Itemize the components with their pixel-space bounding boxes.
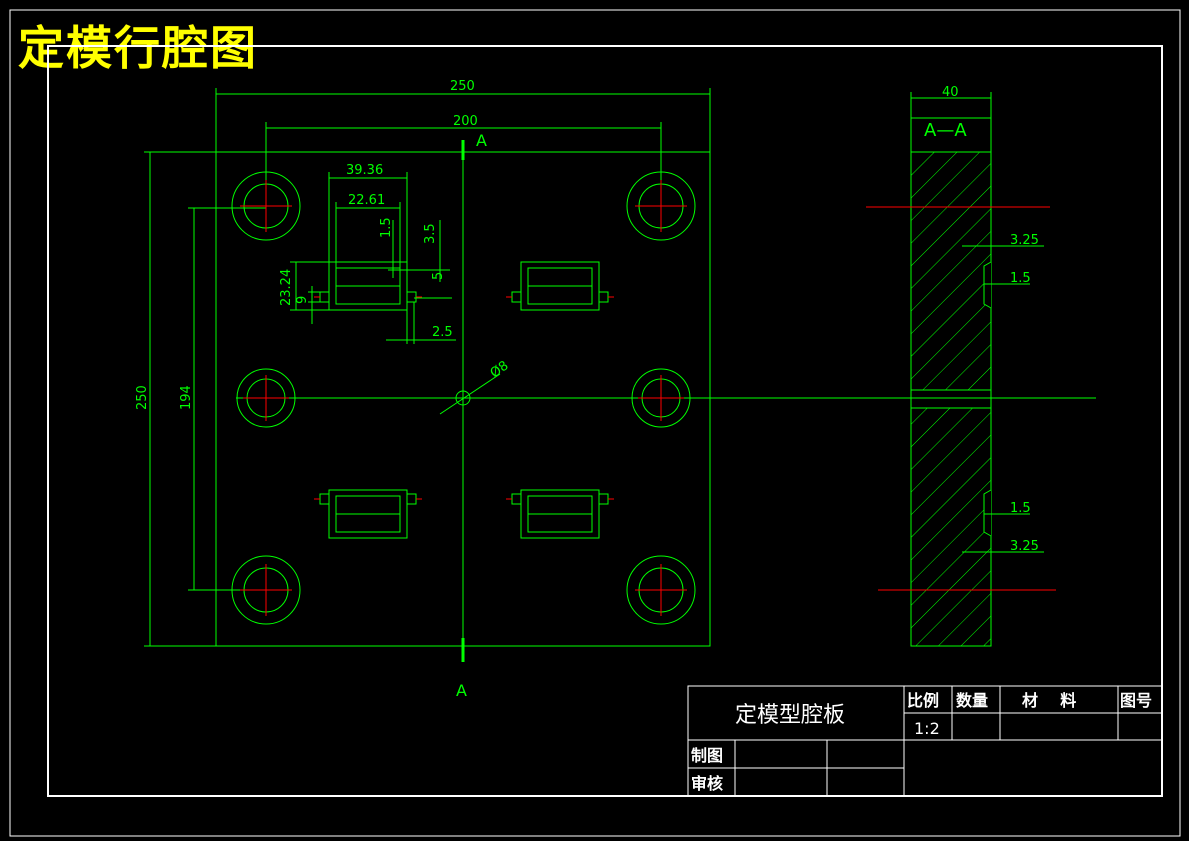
dim-slot-width: 39.36 <box>346 163 383 178</box>
center-marks <box>240 180 1056 616</box>
section-dim-width-lines <box>910 92 992 152</box>
dim-hole-vertical: 194 <box>179 385 194 410</box>
drawn-label: 制图 <box>691 746 723 765</box>
dim-hole-vertical-lines <box>188 207 266 591</box>
dim-diameter: Ø8 <box>488 358 512 381</box>
scale-label: 比例 <box>907 691 939 710</box>
part-name: 定模型腔板 <box>735 703 845 728</box>
drawing-heading: 定模行腔图 <box>18 21 258 75</box>
cavity-bottom-right <box>511 489 609 539</box>
section-cavity-top <box>962 245 1044 309</box>
sprue-hole <box>455 390 471 406</box>
dim-section-width: 40 <box>942 85 959 100</box>
scale-value: 1:2 <box>914 719 940 738</box>
section-view-upper <box>910 151 992 391</box>
dim-right-3-25-top: 3.25 <box>1010 233 1039 248</box>
dim-right-3-25-bottom: 3.25 <box>1010 539 1039 554</box>
dim-23-24: 23.24 <box>279 269 294 306</box>
dim-overall-width: 250 <box>450 79 475 94</box>
drawing-no-label: 图号 <box>1120 691 1152 710</box>
cavity-top-right <box>511 261 609 311</box>
dim-overall-height-lines <box>144 151 216 647</box>
outer-border <box>9 9 1181 837</box>
section-cavity-bottom <box>962 489 1044 553</box>
dim-overall-height: 250 <box>135 385 150 410</box>
dim-5: 5 <box>431 272 446 280</box>
dim-right-1-5-bottom: 1.5 <box>1010 501 1031 516</box>
section-title: A—A <box>924 120 967 141</box>
section-marker-bottom: A <box>456 681 467 700</box>
checked-label: 审核 <box>691 774 723 793</box>
dim-slot-inner: 22.61 <box>348 193 385 208</box>
cavity-top-left <box>319 261 417 311</box>
dim-slot-lines <box>290 172 456 344</box>
quantity-label: 数量 <box>956 691 988 710</box>
dim-9: 9 <box>295 296 310 304</box>
sprue-leader <box>439 373 501 415</box>
title-block-grid <box>687 685 1163 797</box>
inner-frame <box>47 45 1163 797</box>
dim-2-5: 2.5 <box>432 325 453 340</box>
dim-right-1-5-top: 1.5 <box>1010 271 1031 286</box>
dim-1-5: 1.5 <box>379 217 394 238</box>
dim-3-5: 3.5 <box>423 223 438 244</box>
cavity-bottom-left <box>319 489 417 539</box>
section-view-lower <box>910 407 992 647</box>
material-label: 材 料 <box>1022 691 1076 710</box>
dim-hole-spacing: 200 <box>453 114 478 129</box>
section-marker-top: A <box>476 131 487 150</box>
section-view-outline <box>910 151 992 647</box>
dim-overall-width-lines <box>215 88 711 152</box>
